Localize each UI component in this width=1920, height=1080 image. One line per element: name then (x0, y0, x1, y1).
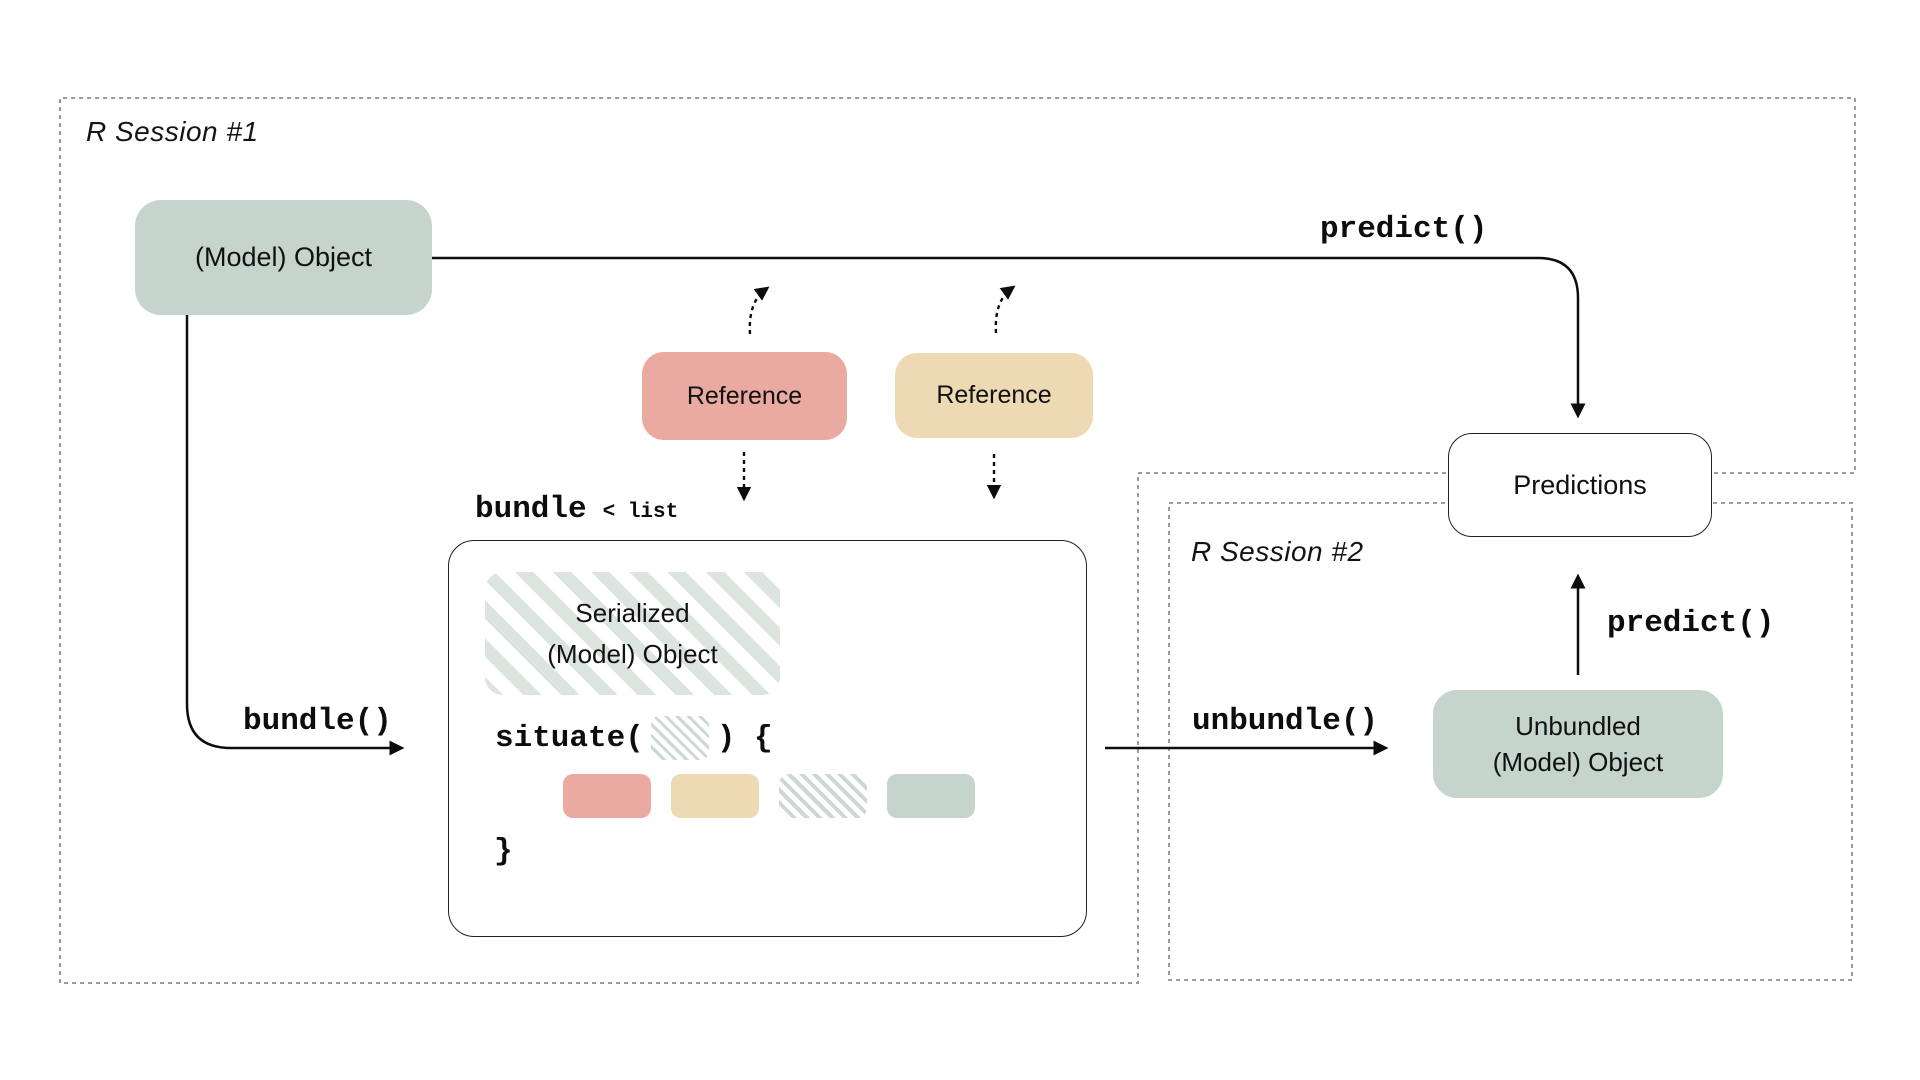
predict-top-label: predict() (1320, 212, 1488, 247)
unbundled-label-line2: (Model) Object (1492, 747, 1664, 777)
reference-node-red: Reference (642, 352, 847, 440)
reference-red-label: Reference (686, 381, 803, 410)
bundle-heading-subtitle: < list (602, 501, 679, 524)
predictions-label: Predictions (1513, 469, 1647, 500)
chip-hatched (779, 774, 867, 818)
situate-code-line: situate( ) { (495, 716, 773, 760)
unbundled-label-line1: Unbundled (1515, 710, 1641, 741)
closing-brace: } (494, 834, 513, 869)
bundle-arrow (185, 315, 405, 756)
serialized-label-line2: (Model) Object (547, 638, 718, 669)
unbundled-label: Unbundled (Model) Object (1493, 708, 1664, 781)
reference-node-tan: Reference (895, 353, 1093, 438)
session2-label: R Session #2 (1191, 536, 1364, 567)
reference-tan-label: Reference (936, 381, 1052, 409)
predictions-node: Predictions (1448, 433, 1712, 537)
serialized-model-object-node: Serialized (Model) Object (485, 572, 780, 695)
chip-sage (887, 774, 975, 818)
chip-red (563, 774, 651, 818)
predict-arrow-top (432, 256, 1586, 419)
reference-red-up-arrow (748, 286, 770, 335)
hatched-chip-inline (650, 716, 709, 760)
unbundle-fn-label: unbundle() (1192, 704, 1379, 739)
bundle-heading-title: bundle (475, 492, 587, 527)
chip-tan (671, 774, 759, 818)
predict-right-label: predict() (1607, 606, 1775, 641)
unbundled-model-object-node: Unbundled (Model) Object (1433, 690, 1723, 798)
situate-suffix: ) { (716, 720, 773, 756)
bundle-contents-row (563, 774, 975, 818)
session1-label: R Session #1 (86, 116, 259, 147)
bundle-fn-label: bundle() (243, 704, 392, 739)
session1-border (59, 97, 1856, 984)
serialized-label: Serialized (Model) Object (547, 593, 718, 674)
bundle-heading: bundle < list (475, 492, 678, 527)
serialized-label-line1: Serialized (575, 598, 690, 629)
situate-prefix: situate( (495, 720, 644, 756)
model-object-label: (Model) Object (194, 242, 373, 272)
model-object-node: (Model) Object (135, 200, 432, 315)
reference-tan-up-arrow (994, 285, 1016, 334)
session2-border (1168, 502, 1853, 981)
